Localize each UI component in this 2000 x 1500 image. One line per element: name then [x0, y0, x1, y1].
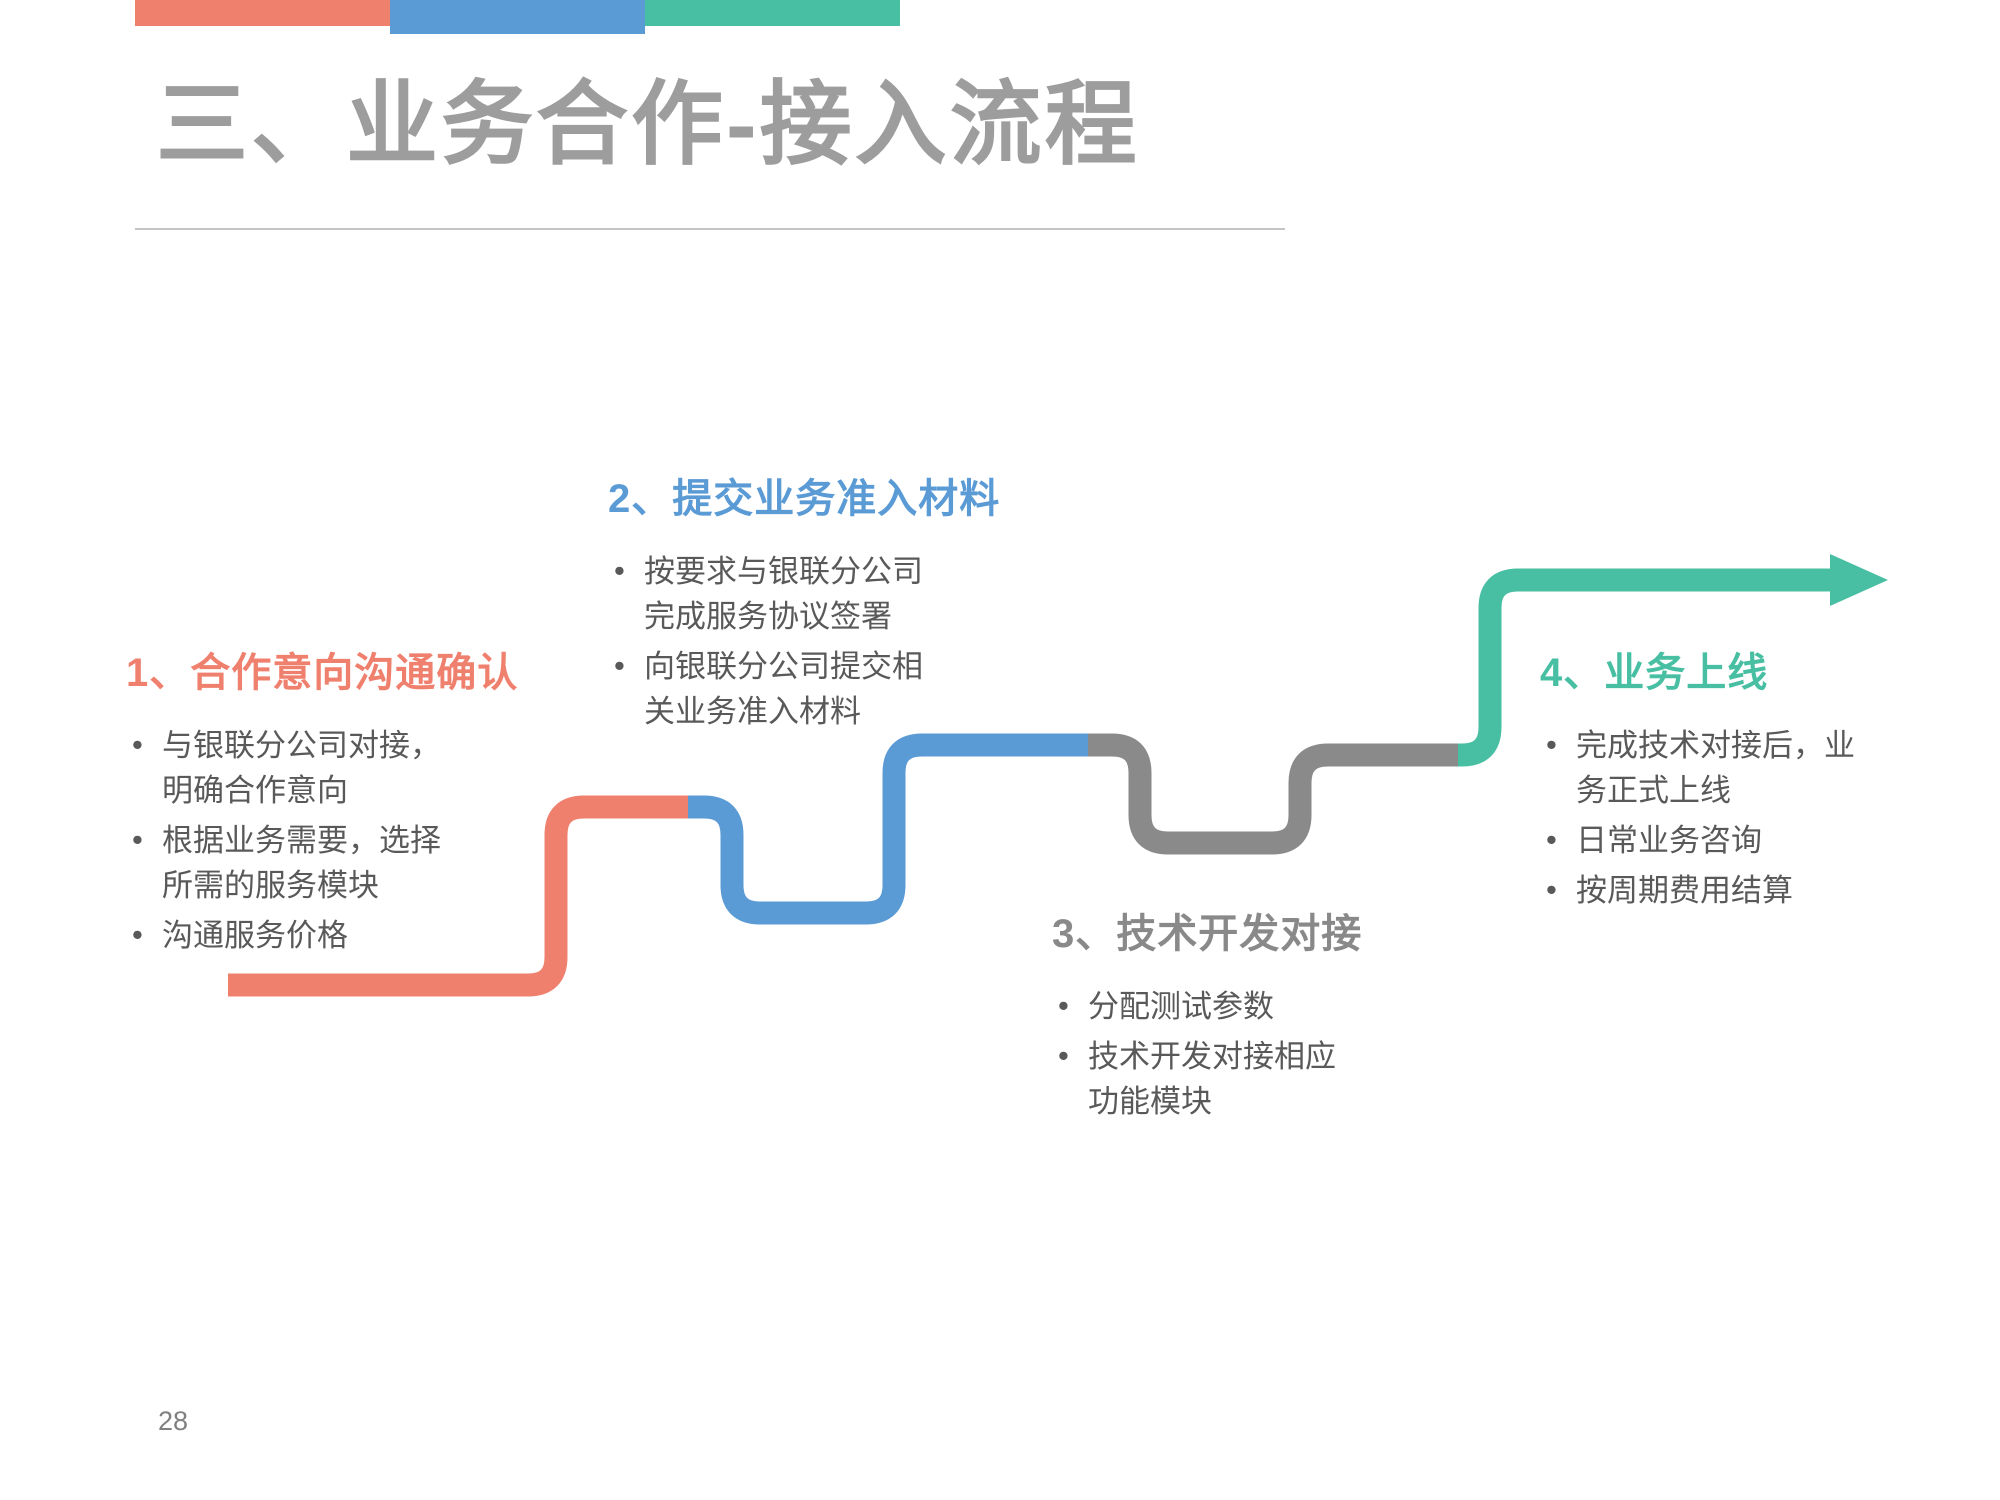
bullet: 按周期费用结算 — [1540, 868, 1980, 914]
bullet: 向银联分公司提交相 关业务准入材料 — [608, 644, 1048, 735]
flow-arrow-icon — [1830, 554, 1888, 606]
bullet: 技术开发对接相应 功能模块 — [1052, 1034, 1482, 1125]
step-3: 3、技术开发对接 分配测试参数 技术开发对接相应 功能模块 — [1052, 901, 1482, 1130]
accent-bar-coral — [135, 0, 390, 26]
bullet: 与银联分公司对接， 明确合作意向 — [126, 723, 556, 814]
bullet: 分配测试参数 — [1052, 984, 1482, 1030]
step-2: 2、提交业务准入材料 按要求与银联分公司 完成服务协议签署 向银联分公司提交相 … — [608, 466, 1048, 740]
accent-bar-teal — [645, 0, 900, 26]
step-4-bullets: 完成技术对接后，业 务正式上线 日常业务咨询 按周期费用结算 — [1540, 723, 1980, 914]
step-4: 4、业务上线 完成技术对接后，业 务正式上线 日常业务咨询 按周期费用结算 — [1540, 640, 1980, 919]
accent-bar — [135, 0, 900, 34]
step-1-bullets: 与银联分公司对接， 明确合作意向 根据业务需要，选择 所需的服务模块 沟通服务价… — [126, 723, 556, 959]
step-4-title: 4、业务上线 — [1540, 651, 1769, 695]
bullet: 日常业务咨询 — [1540, 818, 1980, 864]
step-1-title: 1、合作意向沟通确认 — [126, 651, 519, 695]
page-number: 28 — [158, 1406, 189, 1436]
step-1: 1、合作意向沟通确认 与银联分公司对接， 明确合作意向 根据业务需要，选择 所需… — [126, 640, 556, 964]
flow-segment-4 — [1458, 568, 1836, 767]
bullet: 沟通服务价格 — [126, 913, 556, 959]
bullet: 按要求与银联分公司 完成服务协议签署 — [608, 549, 1048, 640]
bullet: 根据业务需要，选择 所需的服务模块 — [126, 818, 556, 909]
title-divider — [135, 228, 1285, 230]
step-2-title: 2、提交业务准入材料 — [608, 477, 1001, 521]
step-3-bullets: 分配测试参数 技术开发对接相应 功能模块 — [1052, 984, 1482, 1125]
page-title: 三、业务合作-接入流程 — [156, 74, 1140, 176]
flow-segment-2 — [688, 733, 1088, 925]
bullet: 完成技术对接后，业 务正式上线 — [1540, 723, 1980, 814]
step-2-bullets: 按要求与银联分公司 完成服务协议签署 向银联分公司提交相 关业务准入材料 — [608, 549, 1048, 735]
step-3-title: 3、技术开发对接 — [1052, 912, 1363, 956]
flow-segment-3 — [1088, 733, 1458, 855]
accent-bar-blue — [390, 0, 645, 34]
flow-segment-1 — [228, 795, 688, 997]
